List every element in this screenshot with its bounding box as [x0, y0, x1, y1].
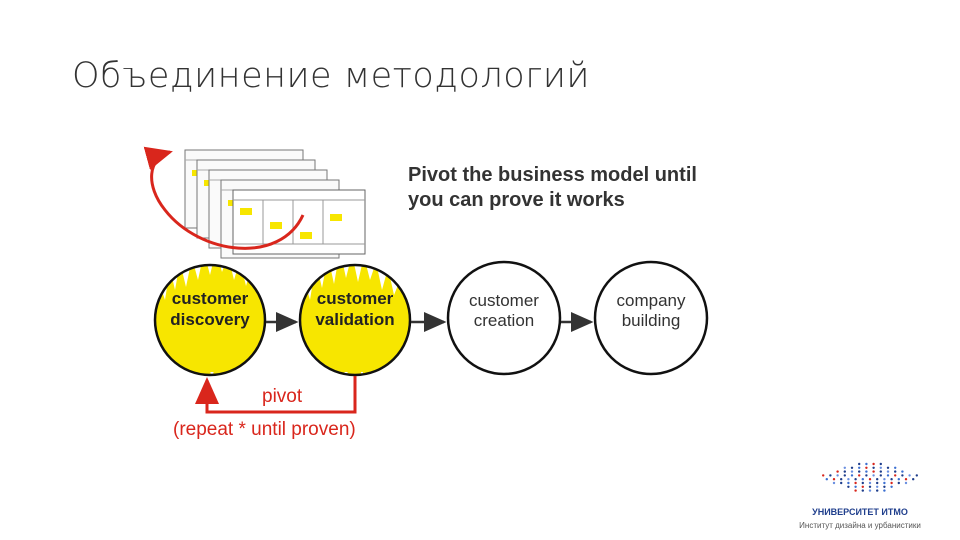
logo-dot — [847, 481, 850, 485]
logo-dot — [912, 478, 915, 481]
chaos-fill — [155, 265, 265, 372]
logo-dot — [872, 474, 875, 477]
logo-dot — [879, 474, 882, 477]
business-model-canvas-stack — [184, 149, 366, 259]
logo-dot — [822, 474, 825, 477]
logo-dot — [868, 478, 872, 481]
logo-dot — [908, 474, 911, 477]
logo-dot — [872, 470, 875, 473]
logo-dot — [836, 470, 839, 473]
logo-dot — [897, 481, 900, 485]
logo-dot — [872, 462, 875, 466]
logo-dot — [850, 470, 854, 473]
logo-dot — [840, 478, 843, 481]
slide-title: Объединение методологий — [72, 56, 590, 96]
logo-dot — [861, 485, 864, 488]
logo-dot — [876, 485, 879, 488]
step-company-building: company building — [593, 260, 709, 376]
logo-dot — [883, 485, 886, 488]
logo-dot — [868, 481, 872, 485]
logo-dot — [865, 466, 868, 469]
logo-dot — [901, 474, 904, 477]
pivot-sublabel: (repeat * until proven) — [173, 419, 356, 440]
logo-dot — [858, 470, 861, 473]
logo-dot — [861, 478, 864, 481]
logo-dot — [876, 478, 879, 481]
logo-dot — [832, 478, 836, 481]
logo-dot — [883, 489, 886, 492]
logo-dot — [886, 474, 890, 477]
logo-dot — [876, 489, 879, 492]
logo-dot — [858, 474, 861, 477]
logo-dot — [858, 466, 861, 469]
logo-dot — [897, 478, 900, 481]
logo-dot — [883, 478, 886, 481]
logo-dot — [840, 481, 843, 485]
step-customer-creation: customer creation — [446, 260, 562, 376]
step-label-line2: validation — [315, 310, 394, 329]
step-label-line2: discovery — [170, 310, 250, 329]
logo-dot — [847, 485, 850, 488]
step-customer-validation: customer validation — [298, 263, 412, 377]
logo-dot — [858, 462, 861, 466]
logo-dot — [847, 478, 850, 481]
logo-dot — [894, 474, 897, 477]
logo-dot — [904, 481, 908, 485]
diagram-caption-line1: Pivot the business model until — [408, 164, 697, 186]
logo-dot — [904, 478, 908, 481]
logo-dot — [865, 462, 868, 466]
logo-dot — [854, 481, 857, 485]
logo-dot — [843, 474, 846, 477]
logo-dot — [854, 485, 857, 488]
logo-dot — [829, 474, 832, 477]
logo-dot — [879, 470, 882, 473]
logo-dot — [854, 489, 857, 492]
logo-dot — [894, 470, 897, 473]
logo-dot — [832, 481, 836, 485]
logo-dot — [836, 474, 839, 477]
step-label-line1: customer — [317, 289, 394, 308]
logo-dot — [861, 489, 864, 492]
logo-dot — [861, 481, 864, 485]
logo-dot — [915, 474, 918, 477]
step-label-line1: company — [617, 291, 686, 310]
logo-dot — [883, 481, 886, 485]
logo-dot — [879, 462, 882, 466]
logo-dot — [843, 466, 846, 469]
logo-institute-name: Институт дизайна и урбанистики — [799, 521, 921, 530]
logo-dot — [850, 474, 854, 477]
logo-dot — [879, 466, 882, 469]
canvas-sheet — [232, 189, 366, 255]
logo-dot — [886, 470, 890, 473]
logo-dot — [890, 481, 893, 485]
logo-dot — [825, 478, 828, 481]
pivot-label: pivot — [262, 386, 303, 407]
logo-dot — [865, 470, 868, 473]
step-label-line2: creation — [474, 311, 534, 330]
logo-dot — [876, 481, 879, 485]
logo-dot — [901, 470, 904, 473]
step-customer-discovery: customer discovery — [153, 263, 267, 377]
canvas-pivot-arrow — [143, 146, 305, 250]
chaos-fill — [300, 265, 410, 372]
diagram-caption-line2: you can prove it works — [408, 189, 625, 211]
itmo-dots-logo-icon — [822, 462, 918, 492]
logo-dot — [894, 466, 897, 469]
logo-dot — [890, 478, 893, 481]
pivot-loop-arrow — [195, 376, 357, 414]
logo-dot — [865, 474, 868, 477]
logo-dot — [843, 470, 846, 473]
logo-university-name: УНИВЕРСИТЕТ ИТМО — [812, 507, 908, 517]
step-label-line1: customer — [469, 291, 539, 310]
logo-dot — [886, 466, 890, 469]
logo-dot — [854, 478, 857, 481]
step-label-line1: customer — [172, 289, 249, 308]
step-label-line2: building — [622, 311, 681, 330]
logo-dot — [868, 485, 872, 488]
logo-dot — [850, 466, 854, 469]
logo-dot — [872, 466, 875, 469]
logo-dot — [890, 485, 893, 488]
logo-dot — [868, 489, 872, 492]
